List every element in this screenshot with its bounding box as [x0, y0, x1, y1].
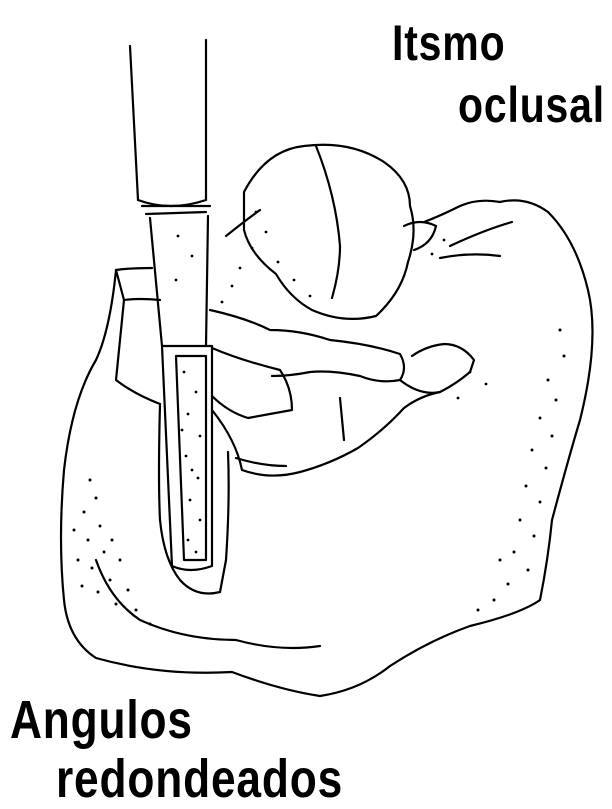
cusp-ridge: [316, 146, 340, 298]
distal-cusp: [440, 222, 512, 258]
cervical-line: [96, 560, 320, 648]
bur-tip-outline: [162, 346, 212, 570]
distal-box: [400, 344, 474, 393]
stipple-bur: [175, 235, 202, 554]
label-rounded-angles-line2: redondeados: [56, 752, 343, 806]
stipple-left: [73, 479, 152, 626]
handpiece-collar: [142, 206, 210, 214]
stipple-center: [221, 211, 488, 400]
cusp-dome: [244, 145, 414, 319]
lower-cavity-wall: [212, 392, 440, 476]
bur-tip-inner: [176, 356, 206, 560]
label-occlusal-isthmus-line1: Itsmo: [392, 18, 505, 68]
label-occlusal-isthmus-line2: oclusal: [458, 80, 605, 130]
isthmus-floor: [210, 310, 404, 381]
isthmus-wall-upper: [226, 210, 436, 250]
handpiece-shaft: [130, 40, 206, 200]
cavity-left-wall: [116, 268, 160, 300]
cavity-mesial-floor: [116, 300, 160, 404]
stipple-right: [477, 329, 566, 612]
tooth-outer-outline: [61, 200, 593, 696]
lower-inner-line: [236, 398, 344, 466]
isthmus-step: [212, 348, 292, 418]
label-rounded-angles-line1: Angulos: [10, 693, 193, 747]
